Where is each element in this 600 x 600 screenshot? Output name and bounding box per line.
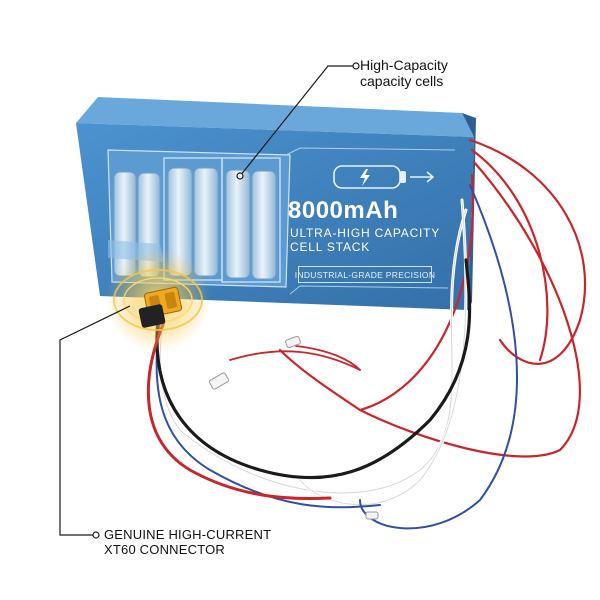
callout-bottom: GENUINE HIGH-CURRENT XT60 CONNECTOR [104,527,272,558]
callout-bottom-line-1: GENUINE HIGH-CURRENT [104,527,272,542]
xt60-connector [106,248,210,352]
wire-harness [146,138,587,530]
callout-top: High-Capacity capacity cells [360,57,448,89]
callout-line-bottom [59,305,131,539]
callout-top-line-2: capacity cells [360,73,444,90]
subtitle-line-2: CELL STACK [290,240,371,254]
callout-bottom-line-2: XT60 CONNECTOR [104,541,226,557]
precision-badge: INDUSTRIAL-GRADE PRECISION [295,266,435,283]
arrow-right-icon [410,171,435,183]
battery-icon [333,165,406,189]
capacity-label: 8000mAh [288,197,399,224]
callout-line-top [236,62,360,180]
callout-top-line-1: High-Capacity [360,57,448,73]
lightning-icon [360,169,370,186]
subtitle-line-1: ULTRA-HIGH CAPACITY [290,226,441,240]
jst-plug [208,335,379,520]
